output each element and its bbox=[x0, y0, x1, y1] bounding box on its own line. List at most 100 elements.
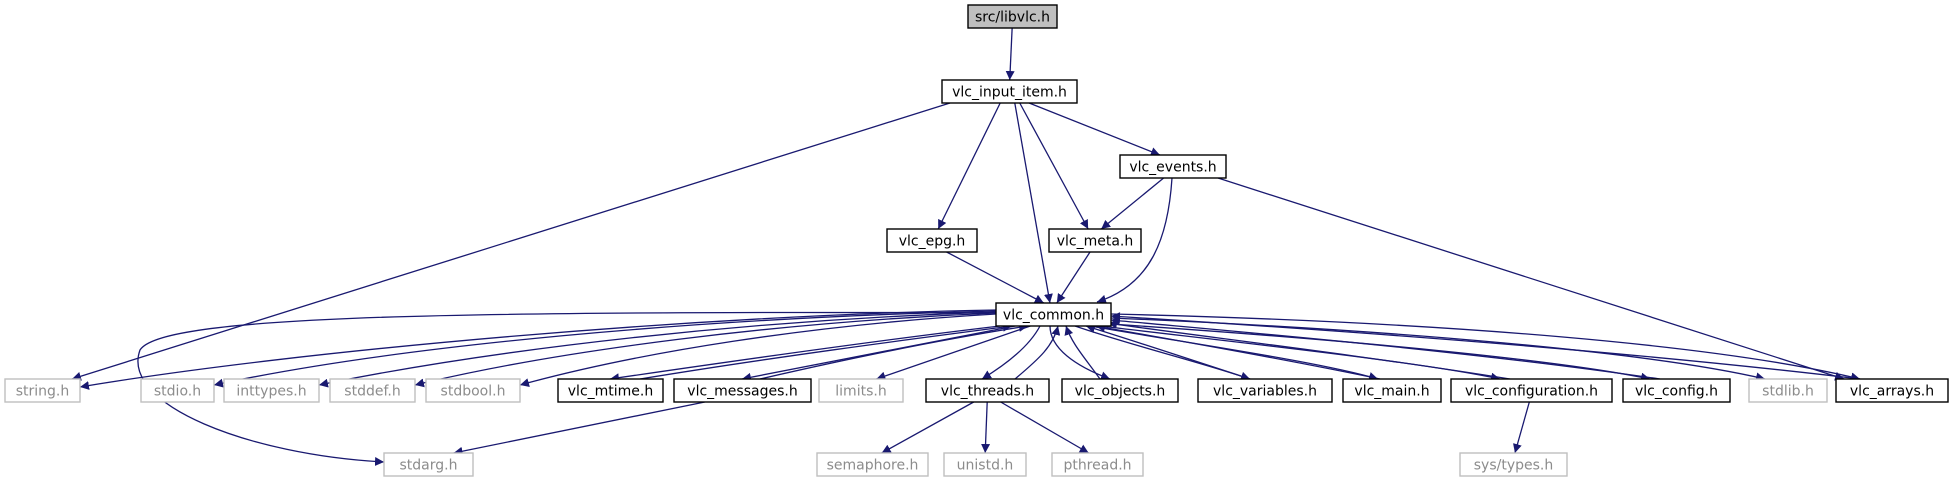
edge-path bbox=[1000, 401, 1090, 454]
node-label: sys/types.h bbox=[1474, 458, 1553, 474]
edge-input_item-to-string bbox=[71, 102, 951, 381]
node-box bbox=[816, 452, 929, 477]
edge-path bbox=[937, 102, 1001, 230]
edge-events-to-meta bbox=[1100, 177, 1165, 230]
node-label: vlc_main.h bbox=[1354, 384, 1429, 400]
edge-common-to-stdarg bbox=[137, 311, 1001, 467]
edge-common-to-arrays bbox=[1110, 313, 1861, 382]
node-label: vlc_configuration.h bbox=[1465, 384, 1598, 400]
edge-path bbox=[1096, 177, 1173, 304]
node-box bbox=[1459, 452, 1568, 477]
node-box bbox=[818, 378, 904, 403]
edge-path bbox=[881, 401, 975, 454]
edge-path bbox=[1095, 323, 1381, 380]
edge-common-to-stdbool bbox=[519, 313, 997, 387]
edge-messages-to-common bbox=[759, 322, 1029, 380]
node-label: vlc_config.h bbox=[1635, 384, 1718, 400]
edge-path bbox=[1217, 177, 1845, 381]
edge-common-to-objects bbox=[1049, 325, 1111, 381]
node-objects[interactable]: vlc_objects.h bbox=[1061, 378, 1179, 403]
edge-common-to-messages bbox=[741, 325, 1016, 382]
node-pthread: pthread.h bbox=[1051, 452, 1144, 477]
node-events[interactable]: vlc_events.h bbox=[1119, 154, 1227, 179]
node-box bbox=[329, 378, 416, 403]
edge-path bbox=[137, 311, 1001, 467]
node-box bbox=[140, 378, 215, 403]
node-label: stdbool.h bbox=[441, 384, 506, 400]
edge-common-to-limits bbox=[876, 325, 1031, 381]
edge-path bbox=[519, 313, 997, 387]
node-box bbox=[1748, 378, 1828, 403]
edge-input_item-to-events bbox=[1028, 102, 1161, 156]
node-label: vlc_input_item.h bbox=[952, 85, 1067, 101]
edge-messages-to-stdarg bbox=[453, 401, 705, 456]
node-label: limits.h bbox=[835, 384, 886, 400]
node-config[interactable]: vlc_config.h bbox=[1622, 378, 1731, 403]
edge-threads-to-unistd bbox=[981, 401, 991, 454]
node-label: vlc_objects.h bbox=[1075, 384, 1166, 400]
edge-path bbox=[1110, 323, 1651, 382]
node-arrays[interactable]: vlc_arrays.h bbox=[1835, 378, 1949, 403]
node-limits: limits.h bbox=[818, 378, 904, 403]
edge-path bbox=[1110, 312, 1861, 380]
node-unistd: unistd.h bbox=[943, 452, 1027, 477]
edge-path bbox=[1005, 27, 1015, 81]
node-box bbox=[967, 4, 1058, 29]
node-label: pthread.h bbox=[1063, 458, 1131, 474]
node-libvlc[interactable]: src/libvlc.h bbox=[967, 4, 1058, 29]
node-label: vlc_common.h bbox=[1003, 308, 1104, 324]
node-messages[interactable]: vlc_messages.h bbox=[673, 378, 812, 403]
node-label: stdio.h bbox=[154, 384, 201, 400]
node-stdarg: stdarg.h bbox=[383, 452, 474, 477]
edge-mtime-to-common bbox=[639, 322, 1013, 380]
edge-path bbox=[981, 325, 1041, 380]
node-epg[interactable]: vlc_epg.h bbox=[886, 228, 978, 253]
node-label: vlc_variables.h bbox=[1213, 384, 1317, 400]
node-meta[interactable]: vlc_meta.h bbox=[1048, 228, 1142, 253]
node-box bbox=[886, 228, 978, 253]
node-systypes: sys/types.h bbox=[1459, 452, 1568, 477]
node-label: vlc_epg.h bbox=[899, 234, 966, 250]
node-box bbox=[943, 452, 1027, 477]
node-label: string.h bbox=[16, 384, 70, 400]
node-stdlib: stdlib.h bbox=[1748, 378, 1828, 403]
node-main[interactable]: vlc_main.h bbox=[1342, 378, 1442, 403]
node-mtime[interactable]: vlc_mtime.h bbox=[557, 378, 664, 403]
node-label: unistd.h bbox=[957, 458, 1014, 474]
node-label: vlc_events.h bbox=[1129, 160, 1216, 176]
edge-path bbox=[946, 251, 1045, 304]
node-box bbox=[425, 378, 521, 403]
edge-configuration-to-systypes bbox=[1513, 401, 1530, 454]
edge-path bbox=[1110, 316, 1661, 380]
edge-path bbox=[1019, 102, 1089, 230]
node-label: semaphore.h bbox=[827, 458, 919, 474]
edge-common-to-mtime bbox=[609, 325, 1001, 383]
edge-path bbox=[1014, 102, 1053, 304]
edge-path bbox=[1100, 177, 1165, 230]
node-box bbox=[1048, 228, 1142, 253]
edge-path bbox=[1513, 401, 1530, 454]
node-label: stddef.h bbox=[344, 384, 400, 400]
node-label: vlc_messages.h bbox=[687, 384, 797, 400]
edge-main-to-common bbox=[1095, 323, 1381, 380]
node-variables[interactable]: vlc_variables.h bbox=[1197, 378, 1333, 403]
node-stdio: stdio.h bbox=[140, 378, 215, 403]
edge-common-to-stddef bbox=[414, 312, 997, 388]
edge-path bbox=[79, 309, 997, 390]
node-stdbool: stdbool.h bbox=[425, 378, 521, 403]
node-configuration[interactable]: vlc_configuration.h bbox=[1450, 378, 1613, 403]
node-string: string.h bbox=[4, 378, 81, 403]
node-common[interactable]: vlc_common.h bbox=[995, 302, 1112, 327]
edge-configuration-to-common bbox=[1107, 319, 1511, 380]
node-label: vlc_mtime.h bbox=[568, 384, 653, 400]
node-label: stdlib.h bbox=[1762, 384, 1814, 400]
node-threads[interactable]: vlc_threads.h bbox=[925, 378, 1050, 403]
node-box bbox=[1197, 378, 1333, 403]
edge-common-to-inttypes bbox=[318, 311, 997, 388]
edge-common-to-string bbox=[79, 309, 997, 390]
edge-path bbox=[453, 401, 705, 456]
node-input-item[interactable]: vlc_input_item.h bbox=[941, 79, 1078, 104]
node-label: stdarg.h bbox=[400, 458, 458, 474]
edge-input_item-to-common bbox=[1014, 102, 1053, 304]
